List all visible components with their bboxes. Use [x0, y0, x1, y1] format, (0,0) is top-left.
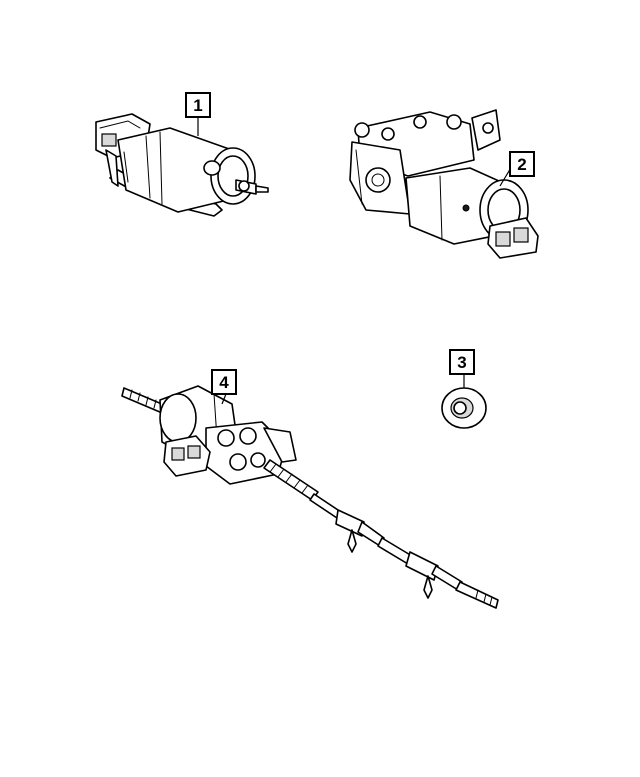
part-1-motor	[95, 113, 269, 217]
callout-1-label: 1	[193, 96, 202, 115]
callout-1: 1	[185, 92, 211, 118]
callout-2-label: 2	[517, 155, 526, 174]
callout-2: 2	[509, 151, 535, 177]
callout-3: 3	[449, 349, 475, 375]
callout-4-label: 4	[219, 373, 229, 392]
part-2-actuator	[349, 109, 539, 259]
part-3-washer	[441, 387, 487, 429]
callout-3-label: 3	[457, 353, 466, 372]
part-4-cable-assembly	[121, 385, 499, 609]
callout-4: 4	[211, 369, 237, 395]
